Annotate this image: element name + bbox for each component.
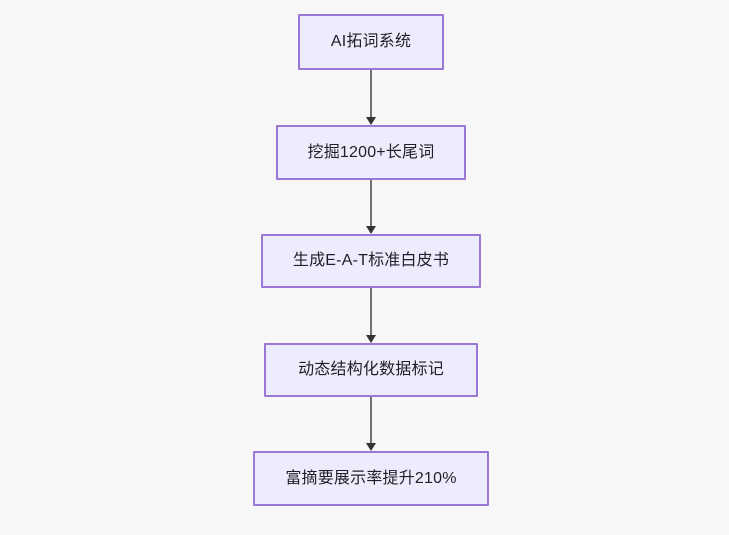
flow-node-ai-keyword-system[interactable]: AI拓词系统: [298, 14, 444, 70]
flow-node-generate-eat-whitepaper[interactable]: 生成E-A-T标准白皮书: [261, 234, 481, 288]
arrow-down-icon: [366, 335, 376, 343]
flow-node-label: 生成E-A-T标准白皮书: [292, 252, 450, 270]
flow-node-mine-longtail-keywords[interactable]: 挖掘1200+长尾词: [276, 125, 466, 180]
flow-node-label: 富摘要展示率提升210%: [285, 469, 457, 487]
arrow-down-icon: [366, 226, 376, 234]
arrow-down-icon: [366, 117, 376, 125]
flow-node-label: AI拓词系统: [330, 33, 412, 51]
flow-node-rich-snippet-impression-lift[interactable]: 富摘要展示率提升210%: [253, 451, 489, 506]
flow-edge-connector: [370, 70, 372, 117]
flow-node-dynamic-structured-data-markup[interactable]: 动态结构化数据标记: [264, 343, 478, 397]
flow-edge-connector: [370, 180, 372, 226]
arrow-down-icon: [366, 443, 376, 451]
flow-edge-connector: [370, 397, 372, 443]
flow-edge-connector: [370, 288, 372, 335]
flow-node-label: 挖掘1200+长尾词: [307, 143, 435, 161]
flow-node-label: 动态结构化数据标记: [298, 361, 444, 379]
